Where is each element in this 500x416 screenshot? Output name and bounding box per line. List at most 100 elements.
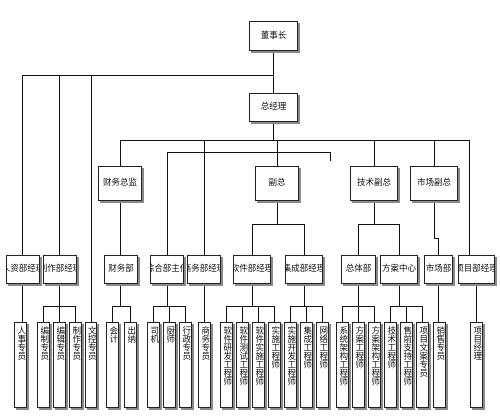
connector-line [167,152,331,153]
connector-line [374,140,375,167]
connector-line [330,152,331,161]
connector-line [438,238,439,256]
connector-line [252,224,305,225]
node-software-manager: 软件部经理 [233,255,271,284]
node-hr-manager: 人资部经理 [6,255,40,284]
connector-line [290,306,291,323]
node-tech-deputy: 技术副总 [350,166,398,201]
connector-line [226,306,227,323]
connector-line [422,306,423,323]
node-integration-manager: 集成部经理 [285,255,323,284]
connector-line [204,284,205,323]
connector-line [273,51,274,94]
connector-line [274,306,275,323]
connector-line [167,284,168,307]
connector-line [75,306,76,323]
staff-solution-engineer: 方案工程师 [352,322,365,408]
staff-project-manager: 项目经理 [470,322,483,408]
node-production-manager: 制作部经理 [43,255,77,284]
node-finance-dept: 财务部 [104,255,138,284]
connector-line [277,201,278,225]
staff-cashier: 出纳 [124,322,137,408]
connector-line [277,140,278,167]
connector-line [342,306,343,323]
staff-document-specialist: 文控专员 [85,322,97,408]
connector-line [358,284,359,307]
connector-line [120,284,121,307]
connector-line [434,140,435,167]
connector-line [304,224,305,256]
connector-line [358,306,359,323]
staff-business-specialist: 商务专员 [198,322,211,408]
node-chairman: 董事长 [249,21,298,51]
staff-production-1: 编制专员 [37,322,50,408]
node-business-manager: 商务部经理 [187,255,221,284]
node-deputy-gm: 副总 [255,166,299,201]
connector-line [226,306,275,307]
node-general-office: 总体部 [341,255,376,284]
connector-line [358,224,400,225]
connector-line [358,224,359,256]
staff-admin-specialist: 行政专员 [179,322,192,408]
staff-accountant: 会计 [106,322,119,408]
connector-line [406,306,407,323]
node-finance-director: 财务总监 [98,166,142,201]
staff-integration-engineer: 集成工程师 [300,322,313,408]
staff-software-impl: 软件实施工程师 [252,322,265,408]
connector-line [167,152,168,256]
connector-line [476,284,477,323]
staff-hr-specialist: 人事专员 [14,322,27,408]
connector-line [322,306,323,323]
connector-line [399,224,400,256]
staff-presales-engineer: 售前支持工程师 [400,322,413,408]
connector-line [59,75,60,256]
connector-line [120,201,121,256]
connector-line [242,306,243,323]
staff-chef: 厨师 [163,322,176,408]
connector-line [153,306,154,323]
connector-line [59,284,60,307]
node-solution-center: 方案中心 [380,255,418,284]
connector-line [304,284,305,307]
staff-impl-engineer: 实施工程师 [268,322,281,408]
connector-line [112,306,131,307]
staff-production-2: 编辑专员 [53,322,66,408]
staff-driver: 司机 [147,322,160,408]
connector-line [258,306,259,323]
staff-impl-dev: 实施开发工程师 [284,322,297,408]
connector-line [374,306,375,323]
staff-solution-arch: 方案架构工程师 [368,322,381,408]
connector-line [374,201,375,225]
connector-line [120,140,121,167]
connector-line [91,75,92,323]
staff-sales-specialist: 销售专员 [433,322,446,408]
staff-project-specialist: 项目文案专员 [416,322,429,408]
connector-line [120,140,470,141]
connector-line [169,306,170,323]
staff-software-test: 软件测试工程师 [236,322,249,408]
node-project-dept-manager: 项目部经理 [458,255,495,284]
connector-line [434,201,435,239]
node-market-dept: 市场部 [424,255,453,284]
staff-network-engineer: 网络工程师 [316,322,329,408]
connector-line [204,140,205,256]
connector-line [43,306,44,323]
node-general-manager: 总经理 [249,93,298,122]
node-market-deputy: 市场副总 [410,166,458,201]
connector-line [390,306,391,323]
staff-software-dev: 软件研发工程师 [220,322,233,408]
connector-line [22,75,274,76]
connector-line [273,122,274,141]
staff-production-3: 制作专员 [69,322,82,408]
staff-tech-engineer: 技术工程师 [384,322,397,408]
connector-line [112,306,113,323]
connector-line [130,306,131,323]
connector-line [22,284,23,323]
connector-line [469,140,470,256]
connector-line [185,306,186,323]
connector-line [252,224,253,256]
connector-line [438,284,439,323]
staff-system-architect: 系统架构工程师 [336,322,349,408]
connector-line [59,306,60,323]
